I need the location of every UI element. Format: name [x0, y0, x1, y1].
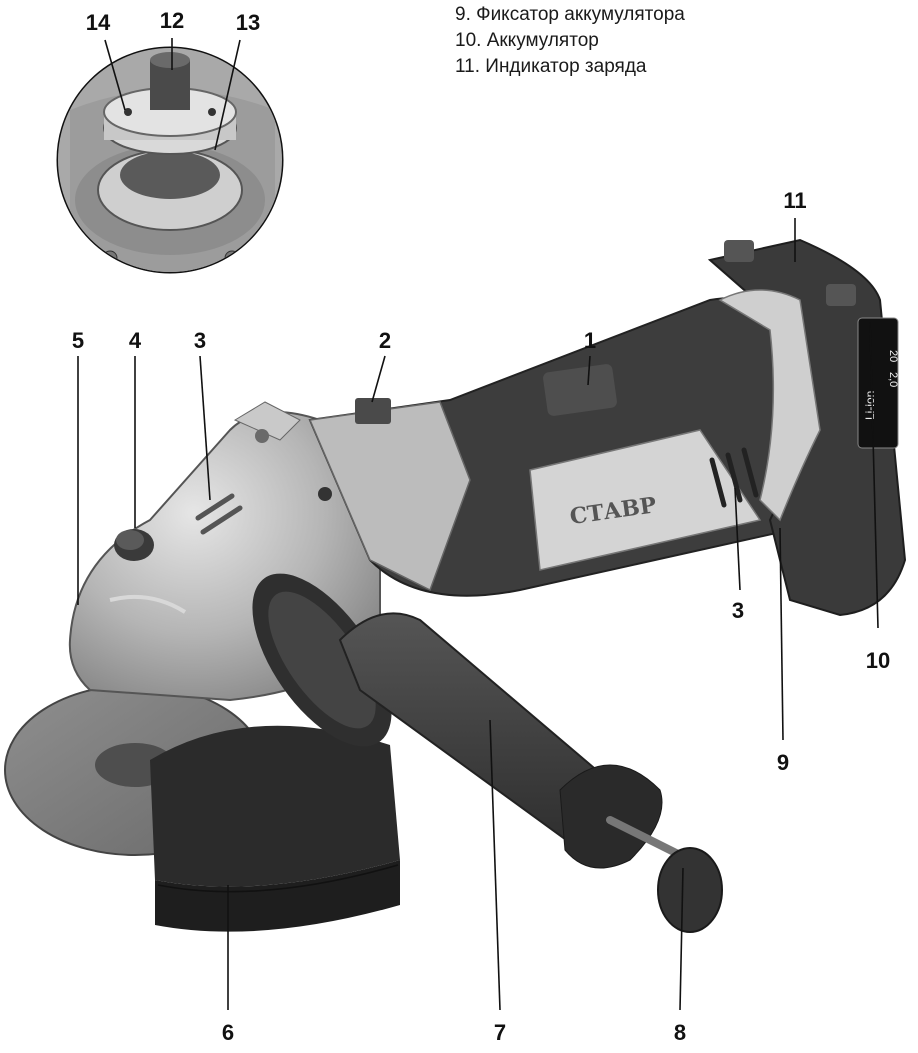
disc-guard — [150, 725, 400, 932]
legend-item-11: 11. Индикатор заряда — [455, 56, 647, 77]
battery-voltage: 20 — [887, 350, 899, 362]
callout-6: 6 — [222, 1020, 234, 1045]
callout-1: 1 — [584, 328, 596, 353]
callout-3-top: 3 — [194, 328, 206, 353]
battery-capacity: 2,0 — [887, 372, 899, 387]
callout-3-body: 3 — [732, 598, 744, 623]
callout-12: 12 — [160, 8, 184, 33]
callout-13: 13 — [236, 10, 260, 35]
callout-labels: 1 2 3 3 4 5 6 7 8 9 10 11 12 13 14 — [72, 8, 890, 1045]
callout-2: 2 — [379, 328, 391, 353]
callout-10: 10 — [866, 648, 890, 673]
callout-7: 7 — [494, 1020, 506, 1045]
side-handle — [252, 573, 723, 933]
battery-label: Li-ion — [863, 391, 877, 420]
legend-item-10: 10. Аккумулятор — [455, 30, 599, 51]
motor-body: СТАВР — [308, 297, 823, 597]
legend-item-9: 9. Фиксатор аккумулятора — [455, 4, 685, 25]
spindle-inset — [56, 46, 284, 274]
callout-8: 8 — [674, 1020, 686, 1045]
callout-9: 9 — [777, 750, 789, 775]
callout-4: 4 — [129, 328, 142, 353]
battery-pack: Li-ion 20 2,0 — [707, 238, 907, 617]
callout-14: 14 — [86, 10, 111, 35]
legend-list: 9. Фиксатор аккумулятора 10. Аккумулятор… — [455, 2, 685, 80]
callout-5: 5 — [72, 328, 84, 353]
callout-11: 11 — [783, 188, 806, 213]
leader-lines — [77, 38, 879, 1011]
